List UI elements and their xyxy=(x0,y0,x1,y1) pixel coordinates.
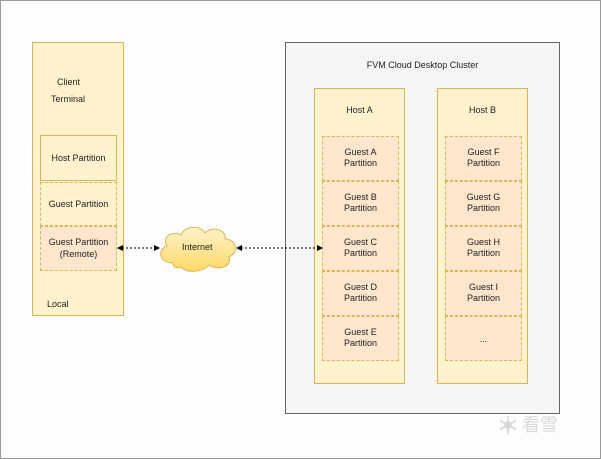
guest-b-line1: Guest B xyxy=(344,192,377,202)
guest-remote-line2: (Remote) xyxy=(59,249,98,259)
guest-c-partition: Guest C Partition xyxy=(322,226,399,271)
guest-i-partition: Guest I Partition xyxy=(445,271,522,316)
guest-h-line2: Partition xyxy=(466,248,501,258)
guest-g-line2: Partition xyxy=(466,203,501,213)
guest-a-line1: Guest A xyxy=(344,147,377,157)
guest-f-line2: Partition xyxy=(466,158,501,168)
watermark-text: 看雪 xyxy=(522,415,558,435)
local-label: Local xyxy=(47,299,69,309)
guest-b-line2: Partition xyxy=(343,203,378,213)
guest-partition-box: Guest Partition xyxy=(40,182,117,226)
guest-h-partition: Guest H Partition xyxy=(445,226,522,271)
guest-remote-line1: Guest Partition xyxy=(48,237,109,247)
guest-f-partition: Guest F Partition xyxy=(445,136,522,181)
guest-g-line1: Guest G xyxy=(466,192,501,202)
guest-i-line2: Partition xyxy=(466,293,501,303)
host-a-title: Host A xyxy=(346,105,373,115)
snowflake-icon xyxy=(499,416,517,434)
guest-i-line1: Guest I xyxy=(468,282,498,292)
client-title-line2: Terminal xyxy=(51,94,86,104)
more-guests-placeholder: ... xyxy=(445,316,522,361)
guest-d-partition: Guest D Partition xyxy=(322,271,399,316)
guest-h-line1: Guest H xyxy=(466,237,500,247)
internet-cloud-icon xyxy=(160,226,236,272)
host-b-title: Host B xyxy=(468,105,496,115)
guest-a-partition: Guest A Partition xyxy=(322,136,399,181)
ellipsis-label: ... xyxy=(479,334,488,344)
guest-e-partition: Guest E Partition xyxy=(322,316,399,361)
internet-label: Internet xyxy=(182,242,213,252)
guest-b-partition: Guest B Partition xyxy=(322,181,399,226)
guest-d-line1: Guest D xyxy=(343,282,377,292)
guest-partition-remote-box: Guest Partition (Remote) xyxy=(40,226,117,271)
host-partition-box: Host Partition xyxy=(40,135,117,181)
host-partition-label: Host Partition xyxy=(51,153,106,163)
guest-e-line2: Partition xyxy=(343,338,378,348)
guest-f-line1: Guest F xyxy=(467,147,500,157)
cluster-title: FVM Cloud Desktop Cluster xyxy=(366,60,479,70)
guest-c-line1: Guest C xyxy=(343,237,377,247)
guest-partition-label: Guest Partition xyxy=(48,199,109,209)
watermark: 看雪 xyxy=(498,412,588,438)
guest-e-line1: Guest E xyxy=(344,327,377,337)
guest-g-partition: Guest G Partition xyxy=(445,181,522,226)
guest-d-line2: Partition xyxy=(343,293,378,303)
guest-a-line2: Partition xyxy=(343,158,378,168)
client-title-line1: Client xyxy=(57,77,81,87)
guest-c-line2: Partition xyxy=(343,248,378,258)
